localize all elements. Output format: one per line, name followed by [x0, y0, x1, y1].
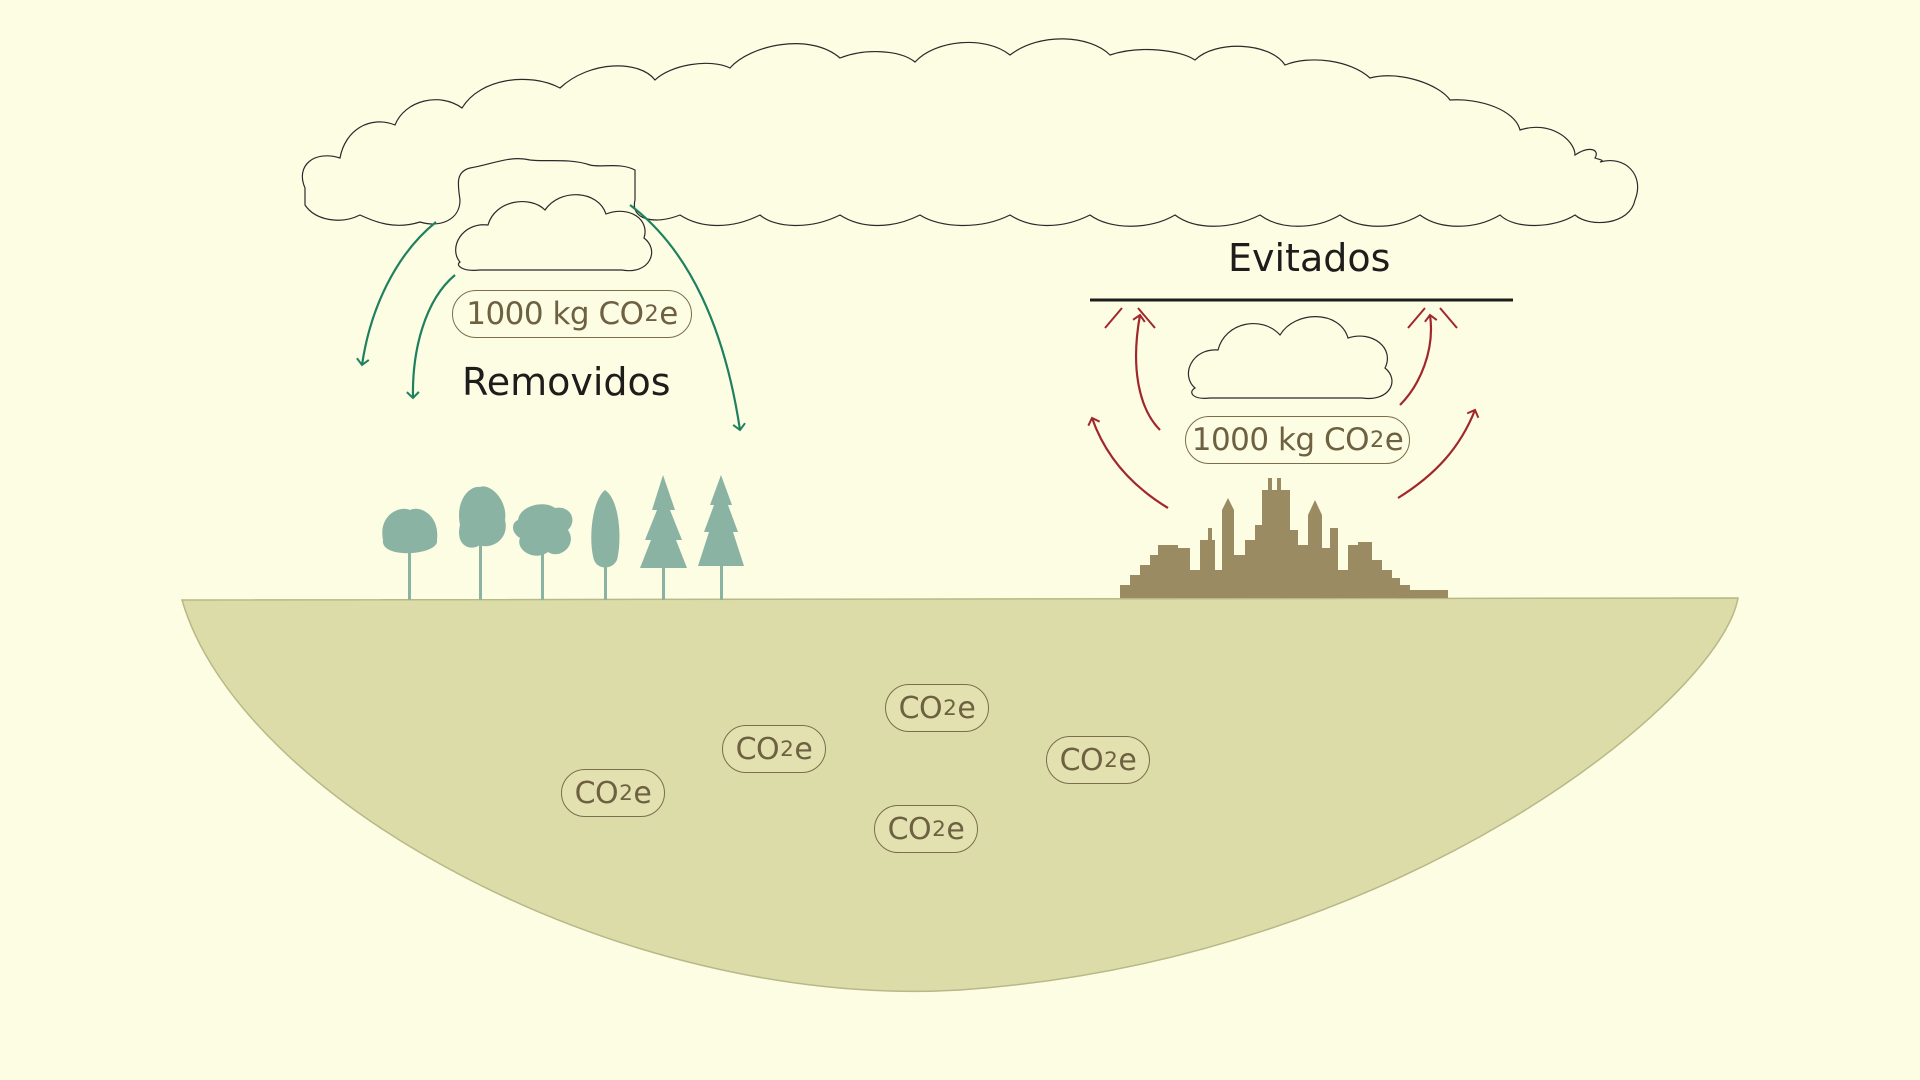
badge-subscript: 2: [1370, 427, 1384, 453]
badge-tail: e: [659, 296, 678, 332]
token-tail: e: [946, 811, 965, 847]
arrow-icon: [1087, 416, 1169, 509]
cloud-icon: [301, 38, 1639, 227]
arrow-icon: [406, 274, 456, 400]
arrow-icon: [1407, 307, 1458, 329]
token-value: CO: [1059, 742, 1104, 778]
token-tail: e: [957, 690, 976, 726]
arrow-icon: [1399, 313, 1438, 406]
trees: [382, 475, 744, 600]
token-subscript: 2: [943, 695, 957, 721]
badge-tail: e: [1384, 422, 1404, 458]
badge-value: 1000 kg CO: [466, 296, 644, 332]
tree-icon: [591, 490, 620, 600]
token-value: CO: [898, 690, 943, 726]
arrow-icon: [1397, 408, 1480, 499]
token-tail: e: [1118, 742, 1137, 778]
ground: [181, 597, 1739, 992]
token-subscript: 2: [932, 816, 946, 842]
tree-icon: [640, 475, 687, 600]
arrow-icon: [1104, 307, 1156, 329]
cloud-icon: [1187, 316, 1393, 400]
arrow-icon: [1132, 313, 1161, 431]
tree-icon: [459, 486, 506, 600]
token-tail: e: [794, 731, 813, 767]
token-subscript: 2: [780, 736, 794, 762]
cloud-icon: [455, 194, 653, 272]
token-value: CO: [735, 731, 780, 767]
arrow-icon: [356, 221, 437, 367]
removed-heading: Removidos: [462, 360, 671, 404]
token-subscript: 2: [1104, 747, 1118, 773]
badge-value: 1000 kg CO: [1191, 422, 1370, 458]
token-value: CO: [574, 775, 619, 811]
tree-icon: [513, 504, 573, 600]
tree-icon: [698, 475, 744, 600]
tree-icon: [382, 508, 438, 600]
arrow-icon: [629, 204, 746, 432]
city-skyline-icon: [1120, 478, 1448, 598]
badge-subscript: 2: [644, 301, 659, 327]
token-value: CO: [887, 811, 932, 847]
token-tail: e: [633, 775, 652, 811]
avoided-heading: Evitados: [1228, 236, 1391, 280]
token-subscript: 2: [619, 780, 633, 806]
